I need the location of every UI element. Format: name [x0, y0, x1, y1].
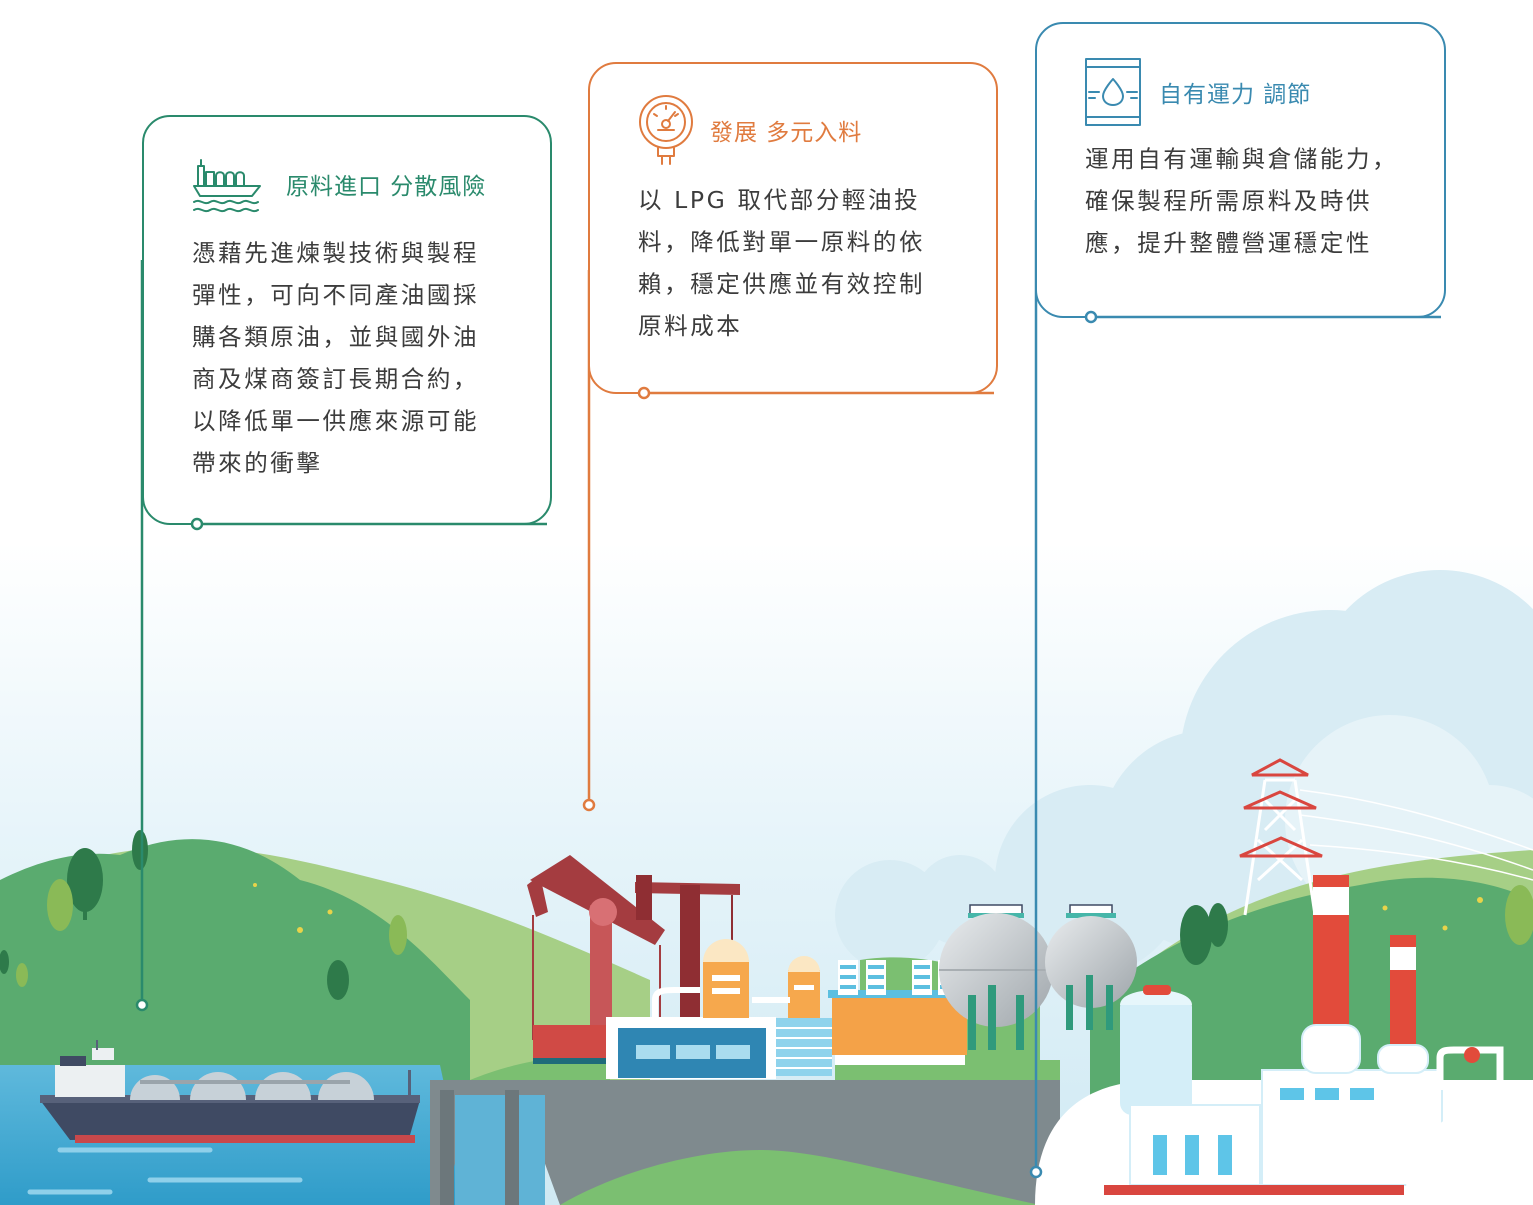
card-title: 自有運力 調節: [1159, 82, 1312, 108]
card-footer-line: [190, 517, 547, 531]
card-header-raw-material-import: 原料進口 分散風險: [190, 152, 486, 216]
orange-container: [832, 995, 967, 1055]
card-footer-line: [1084, 310, 1441, 324]
card-body-text: 以 LPG 取代部分輕油投 料，降低對單一原料的依 賴，穩定供應並有效控制 原料…: [638, 186, 926, 340]
info-card-own-transport-capacity: [1035, 22, 1446, 318]
control-building: [606, 1017, 832, 1079]
card-title: 發展 多元入料: [710, 120, 863, 146]
info-card-raw-material-import: [142, 115, 552, 525]
card-header-own-transport-capacity: 自有運力 調節: [1083, 57, 1311, 127]
card-body-text: 憑藉先進煉製技術與製程 彈性，可向不同產油國採 購各類原油，並與國外油 商及煤商…: [192, 239, 480, 477]
oil-barrel-icon: [1083, 57, 1143, 127]
trees-left: [0, 830, 407, 1000]
pressure-gauge-icon: [636, 94, 696, 166]
storage-tanks: [652, 939, 820, 1020]
card-body-text: 運用自有運輸與倉儲能力， 確保製程所需原料及時供 應，提升整體營運穩定性: [1085, 145, 1399, 257]
red-container: [533, 1025, 608, 1060]
spherical-tanks: [939, 904, 1137, 1050]
left-hill: [0, 839, 470, 1080]
cargo-ship-icon: [190, 152, 264, 216]
power-plant: [1035, 875, 1533, 1205]
card-footer-line: [637, 386, 994, 400]
tower-crossarms: [1239, 758, 1323, 858]
lng-carrier-ship: [40, 1040, 420, 1143]
trees-right: [1180, 885, 1533, 965]
card-header-diversified-feedstock: 發展 多元入料: [636, 94, 862, 166]
transmission-tower: [1243, 778, 1533, 916]
info-card-diversified-feedstock: [588, 62, 998, 394]
card-title: 原料進口 分散風險: [286, 174, 487, 200]
pumpjacks: [527, 855, 740, 1040]
